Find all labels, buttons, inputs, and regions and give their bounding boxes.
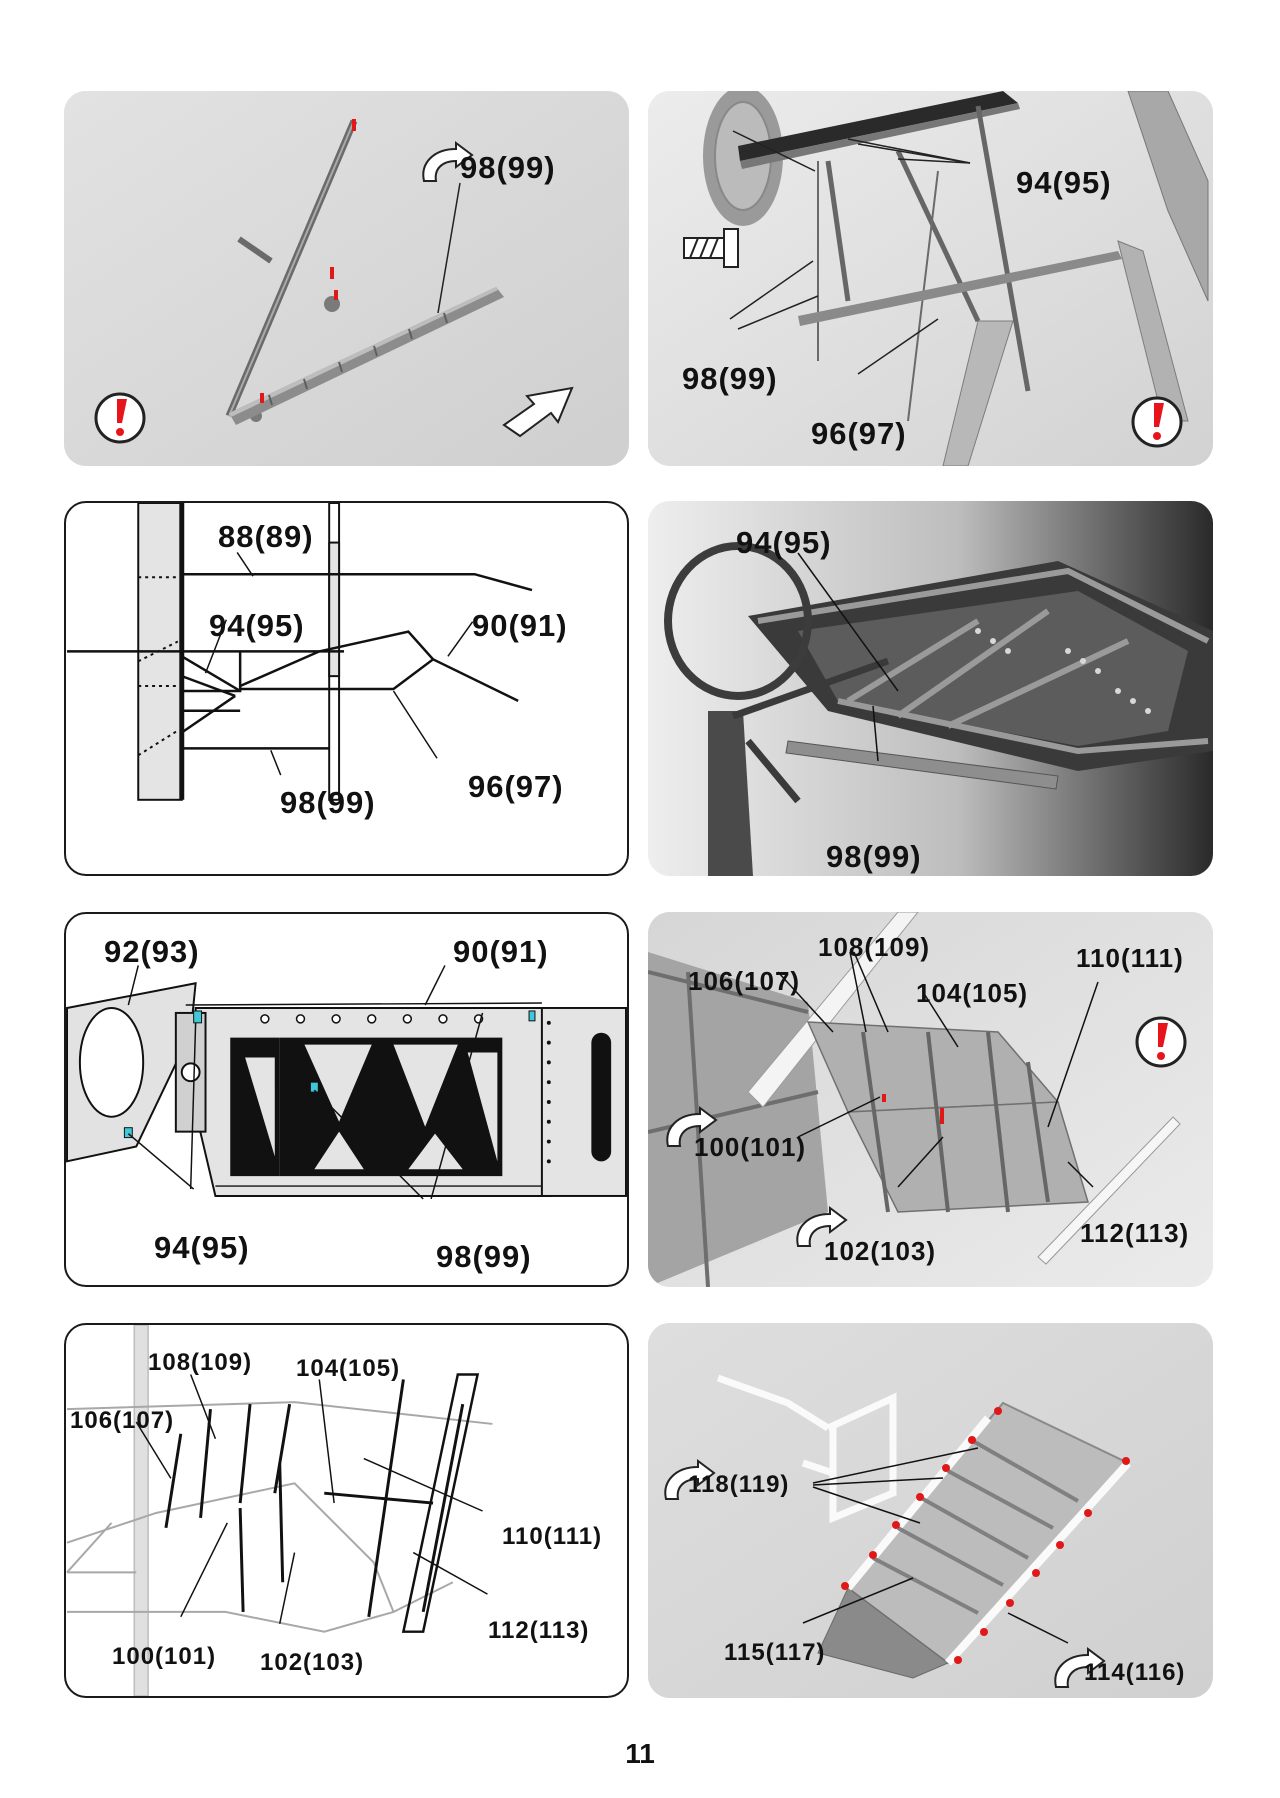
rotate-part-icon [422,141,474,182]
panel-8-art [648,1323,1213,1698]
panel-7-drawing: 108(109) 104(105) 106(107) 110(111) 100(… [64,1323,629,1698]
part-label-114: 114(116) [1084,1659,1186,1686]
part-label-115: 115(117) [724,1639,826,1666]
panel-5-art [66,965,627,1200]
part-label-94: 94(95) [209,608,305,643]
part-label-94: 94(95) [1016,165,1112,200]
panel-7-art [66,1325,493,1696]
page-number: 11 [625,1738,655,1769]
panel-1-art [64,91,629,466]
part-label-112: 112(113) [488,1617,590,1644]
part-label-102: 102(103) [824,1236,937,1266]
part-label-110: 110(111) [502,1523,603,1550]
panel-6-photo: 108(109) 106(107) 104(105) 110(111) 100(… [648,912,1213,1287]
panel-5-drawing: 92(93) 90(91) 94(95) 98(99) [64,912,629,1287]
panel-2-photo: 94(95) 98(99) 96(97) [648,91,1213,466]
part-label-92: 92(93) [104,934,200,969]
rotate-part-icon [796,1206,848,1247]
part-label-104: 104(105) [296,1355,401,1382]
fuselage-frame [664,542,1213,771]
rotate-part-icon [1054,1647,1106,1688]
part-label-98: 98(99) [460,150,556,185]
part-label-102: 102(103) [260,1649,365,1676]
part-label-106: 106(107) [70,1407,175,1434]
part-label-108: 108(109) [148,1349,253,1376]
rotate-part-icon [666,1106,718,1147]
panel-4-photo: 94(95) 98(99) [648,501,1213,876]
part-label-110: 110(111) [1076,943,1184,973]
panel-6-art [648,912,1213,1287]
panel-4-art [648,501,1213,876]
part-label-96: 96(97) [811,416,907,451]
part-label-108: 108(109) [818,932,931,962]
strut-part [225,119,358,422]
warning-icon [1135,1016,1187,1068]
part-label-98: 98(99) [436,1239,532,1274]
warning-icon [94,392,146,444]
part-label-98: 98(99) [280,785,376,820]
panel-8-photo: 118(119) 115(117) 114(116) [648,1323,1213,1698]
part-label-90: 90(91) [472,608,568,643]
part-label-112: 112(113) [1080,1218,1190,1248]
part-label-94: 94(95) [736,525,832,560]
direction-arrow-icon [502,386,574,438]
part-label-94: 94(95) [154,1230,250,1265]
part-label-98: 98(99) [682,361,778,396]
panel-2-art [648,91,1213,466]
part-label-106: 106(107) [688,966,801,996]
rail-part-98 [229,287,504,425]
part-label-100: 100(101) [694,1132,807,1162]
panel-1-photo: 98(99) [64,91,629,466]
panel-3-drawing: 88(89) 94(95) 90(91) 98(99) 96(97) [64,501,629,876]
warning-icon [1131,396,1183,448]
part-label-98: 98(99) [826,839,922,874]
part-label-90: 90(91) [453,934,549,969]
rotate-part-icon [664,1459,716,1500]
part-label-88: 88(89) [218,519,314,554]
part-label-104: 104(105) [916,978,1029,1008]
screw-icon [683,228,739,268]
part-label-118: 118(119) [688,1471,790,1498]
part-label-96: 96(97) [468,769,564,804]
panel-3-art [67,503,533,801]
part-label-100: 100(101) [112,1643,217,1670]
